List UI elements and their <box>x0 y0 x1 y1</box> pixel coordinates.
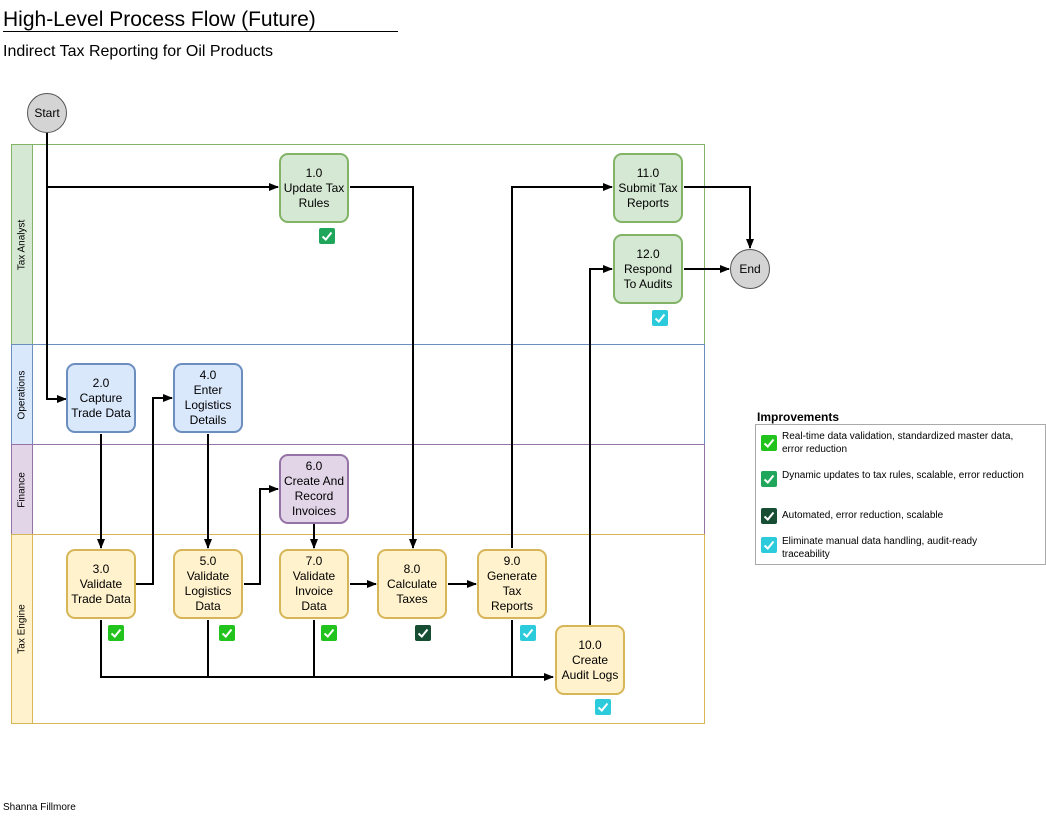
end-node: End <box>730 249 770 289</box>
improvements-legend: Real-time data validation, standardized … <box>755 424 1046 565</box>
start-node: Start <box>27 93 67 133</box>
step-label: Create Audit Logs <box>561 652 619 682</box>
step-label: Validate Trade Data <box>71 576 131 606</box>
checkbox-icon <box>652 310 668 326</box>
step-label: Validate Invoice Data <box>292 569 336 613</box>
checkbox-icon <box>520 625 536 641</box>
step-number: 4.0 <box>199 368 217 382</box>
step-number: 2.0 <box>92 375 110 390</box>
step-label: Calculate Taxes <box>386 576 438 606</box>
arrow-validation-to-10 <box>100 620 554 681</box>
step-number: 10.0 <box>578 637 602 652</box>
arrow-11-to-end <box>684 186 754 249</box>
legend-item-text: Dynamic updates to tax rules, scalable, … <box>782 470 1024 481</box>
arrow-start-to-1 <box>46 133 279 191</box>
checkbox-icon <box>595 699 611 715</box>
step-label: Capture Trade Data <box>71 390 131 420</box>
step-number: 7.0 <box>305 554 323 568</box>
arrow-1-to-8 <box>350 186 417 549</box>
checkbox-icon <box>321 625 337 641</box>
checkbox-icon <box>415 625 431 641</box>
legend-item-text: Eliminate manual data handling, audit-re… <box>782 536 978 560</box>
checkbox-icon <box>761 435 777 451</box>
step-number: 3.0 <box>92 561 110 576</box>
checkbox-icon <box>761 537 777 553</box>
checkbox-icon <box>761 471 777 487</box>
lane-tax-engine: Tax Engine <box>11 534 705 724</box>
diagram-subtitle: Indirect Tax Reporting for Oil Products <box>3 43 274 60</box>
diagram-title: High-Level Process Flow (Future) <box>3 8 316 31</box>
step-number: 5.0 <box>199 554 217 568</box>
end-label: End <box>739 262 761 276</box>
arrow-start-to-2 <box>46 187 67 403</box>
step-label: Enter Logistics Details <box>184 383 232 427</box>
step-number: 12.0 <box>636 246 660 261</box>
arrow-10-to-12 <box>589 265 613 625</box>
arrow-5-to-6 <box>244 485 279 585</box>
checkbox-icon <box>108 625 124 641</box>
step-number: 6.0 <box>305 459 323 473</box>
arrow-9-to-11 <box>511 183 613 548</box>
checkbox-icon <box>319 228 335 244</box>
step-number: 1.0 <box>305 165 323 180</box>
title-underline <box>3 31 398 32</box>
step-label: Create And Record Invoices <box>283 474 345 518</box>
arrow-3-to-4 <box>136 394 173 585</box>
step-label: Respond To Audits <box>623 261 673 291</box>
step-label: Update Tax Rules <box>283 180 345 210</box>
step-label: Submit Tax Reports <box>618 180 678 210</box>
author-name: Shanna Fillmore <box>3 802 76 813</box>
step-number: 11.0 <box>636 165 660 180</box>
step-label: Generate Tax Reports <box>486 569 538 613</box>
start-label: Start <box>34 106 60 120</box>
checkbox-icon <box>219 625 235 641</box>
step-label: Validate Logistics Data <box>184 569 232 613</box>
legend-title: Improvements <box>757 410 840 424</box>
step-number: 9.0 <box>503 554 521 568</box>
checkbox-icon <box>761 508 777 524</box>
step-number: 8.0 <box>403 561 421 576</box>
legend-item-text: Automated, error reduction, scalable <box>782 510 944 521</box>
legend-item-text: Real-time data validation, standardized … <box>782 431 1014 455</box>
